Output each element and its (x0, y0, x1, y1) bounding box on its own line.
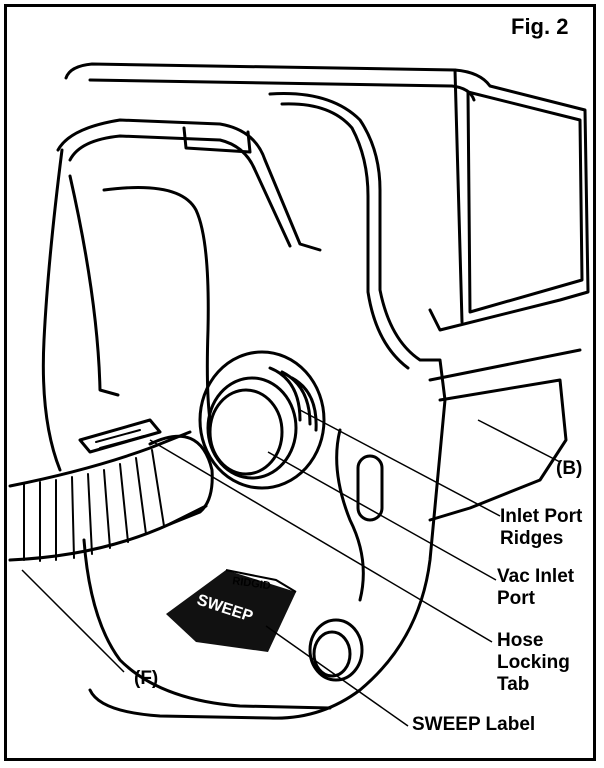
tank-slot (356, 454, 384, 522)
front-panel-inner (280, 102, 410, 370)
inlet-port-outer (198, 350, 326, 490)
vac-top-edge (453, 68, 464, 324)
hose-top (8, 430, 192, 488)
callout-inlet-ridges-line1: Inlet Port (500, 506, 583, 527)
sweep-brand: RIDGID (232, 575, 272, 592)
vac-side-panel (466, 90, 584, 314)
callout-hose-tab-line3: Tab (497, 674, 529, 695)
inlet-port-inner (206, 376, 298, 480)
tank-groove (335, 428, 365, 602)
inlet-port-ridges (268, 366, 318, 432)
left-cavity (68, 174, 120, 397)
handle-slot (182, 126, 252, 154)
leader-inlet-ridges (299, 409, 501, 517)
hose-cuff (148, 434, 214, 526)
callout-vac-inlet-line2: Port (497, 588, 536, 609)
callout-sweep-label: SWEEP Label (412, 714, 535, 735)
leader-b (477, 419, 561, 463)
tank-base (82, 538, 332, 710)
handle-front (56, 118, 322, 252)
leader-vac-inlet (267, 451, 497, 581)
front-panel-outline (88, 92, 447, 720)
figure-title: Fig. 2 (511, 14, 568, 39)
drain-port (308, 618, 364, 682)
leader-sweep (265, 625, 409, 727)
callout-b: (B) (556, 458, 582, 479)
inlet-port-lip (208, 388, 284, 476)
drain-port-inner (312, 630, 352, 678)
hose-bottom (8, 504, 208, 562)
vac-top-housing (64, 62, 590, 332)
callout-vac-inlet-line1: Vac Inlet (497, 566, 575, 587)
tank-seam (428, 348, 582, 382)
left-body-edge (41, 148, 64, 472)
tank-right (428, 378, 568, 522)
sweep-label-graphic: RIDGID SWEEP (166, 569, 297, 652)
inner-scoop (102, 186, 212, 422)
callout-hose-tab-line2: Locking (497, 652, 570, 673)
hose-ribs (23, 449, 165, 562)
handle-loop (68, 134, 292, 248)
vac-top-rim (88, 78, 476, 102)
leader-f (21, 569, 125, 673)
leader-hose-tab (149, 439, 493, 643)
hose-locking-tab (78, 418, 162, 454)
callout-f: (F) (134, 668, 158, 689)
callout-inlet-ridges-line2: Ridges (500, 528, 563, 549)
callout-hose-tab-line1: Hose (497, 630, 543, 651)
